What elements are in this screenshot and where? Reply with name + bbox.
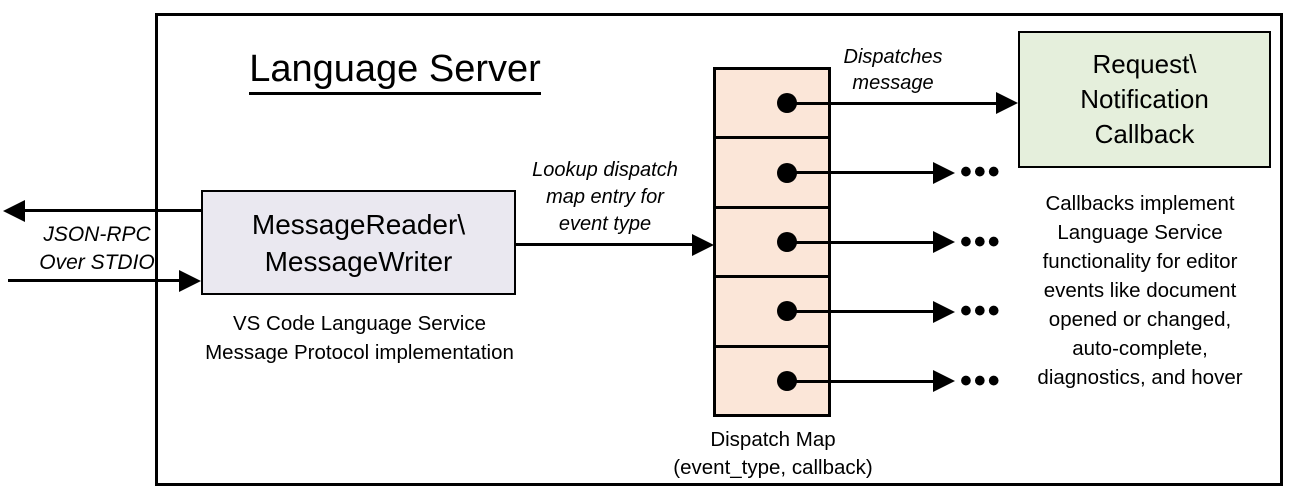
message-box-caption: VS Code Language Service Message Protoco… xyxy=(172,309,547,367)
dispatch-arrow-5-head-icon xyxy=(933,370,955,392)
callbacks-note-line5: opened or changed, xyxy=(1048,308,1232,331)
dispatch-arrow-1-line xyxy=(785,101,998,105)
dispatch-arrow-5-line xyxy=(785,379,935,383)
dispatches-label-line2: message xyxy=(852,72,934,94)
dispatches-message-label: Dispatches message xyxy=(828,44,958,96)
dispatch-arrow-2-head-icon xyxy=(933,161,955,184)
ellipsis-2: ••• xyxy=(960,153,1002,191)
callback-box-line3: Callback xyxy=(1094,119,1195,149)
callbacks-note-line6: auto-complete, xyxy=(1072,337,1208,360)
ellipsis-4: ••• xyxy=(960,292,1002,330)
dispatch-arrow-4-head-icon xyxy=(933,300,955,323)
callbacks-note-line7: diagnostics, and hover xyxy=(1037,366,1243,389)
json-rpc-label-line2: Over STDIO xyxy=(39,251,155,274)
callbacks-note-line4: events like document xyxy=(1043,279,1237,302)
diagram-title-text: Language Server xyxy=(249,48,541,95)
lookup-label: Lookup dispatch map entry for event type xyxy=(510,157,700,238)
callback-box-line1: Request\ xyxy=(1092,49,1197,79)
callbacks-note-line3: functionality for editor xyxy=(1042,250,1238,273)
lookup-arrowhead-icon xyxy=(692,233,714,256)
dispatch-arrow-2-line xyxy=(785,171,935,174)
stdio-out-arrow-line xyxy=(20,209,202,212)
dispatch-arrow-3-line xyxy=(785,240,935,244)
json-rpc-label-line1: JSON-RPC xyxy=(43,223,151,246)
dispatch-map-caption-line2: (event_type, callback) xyxy=(673,456,873,479)
ellipsis-5: ••• xyxy=(960,362,1002,400)
dispatch-map-caption: Dispatch Map (event_type, callback) xyxy=(633,426,913,482)
language-server-box xyxy=(155,13,1283,486)
message-box-line2: MessageWriter xyxy=(264,245,453,277)
request-notification-callback-box: Request\ Notification Callback xyxy=(1018,31,1271,168)
ellipsis-3: ••• xyxy=(960,223,1002,261)
dispatch-arrow-4-line xyxy=(785,310,935,313)
message-box-caption-line1: VS Code Language Service xyxy=(232,312,486,335)
dispatch-arrow-3-head-icon xyxy=(933,231,955,253)
diagram-title: Language Server xyxy=(225,48,565,95)
dispatch-arrow-1-head-icon xyxy=(996,92,1018,114)
stdio-in-arrow-line xyxy=(8,279,180,282)
dispatches-label-line1: Dispatches xyxy=(843,46,943,68)
json-rpc-label: JSON-RPC Over STDIO xyxy=(22,221,172,277)
callbacks-note-line1: Callbacks implement xyxy=(1045,192,1235,215)
callbacks-note: Callbacks implement Language Service fun… xyxy=(995,189,1285,392)
message-box-line1: MessageReader\ xyxy=(251,208,466,240)
lookup-label-line1: Lookup dispatch xyxy=(532,159,678,181)
lookup-arrow-line xyxy=(516,243,695,246)
dispatch-map-caption-line1: Dispatch Map xyxy=(710,428,836,451)
lookup-label-line2: map entry for xyxy=(546,186,664,208)
lookup-label-line3: event type xyxy=(558,213,652,235)
stdio-in-arrowhead-icon xyxy=(179,269,201,292)
message-box-caption-line2: Message Protocol implementation xyxy=(205,341,514,364)
callbacks-note-line2: Language Service xyxy=(1057,221,1223,244)
callback-box-line2: Notification xyxy=(1080,84,1209,114)
stdio-out-arrowhead-icon xyxy=(3,199,25,222)
message-reader-writer-box: MessageReader\ MessageWriter xyxy=(201,190,516,295)
